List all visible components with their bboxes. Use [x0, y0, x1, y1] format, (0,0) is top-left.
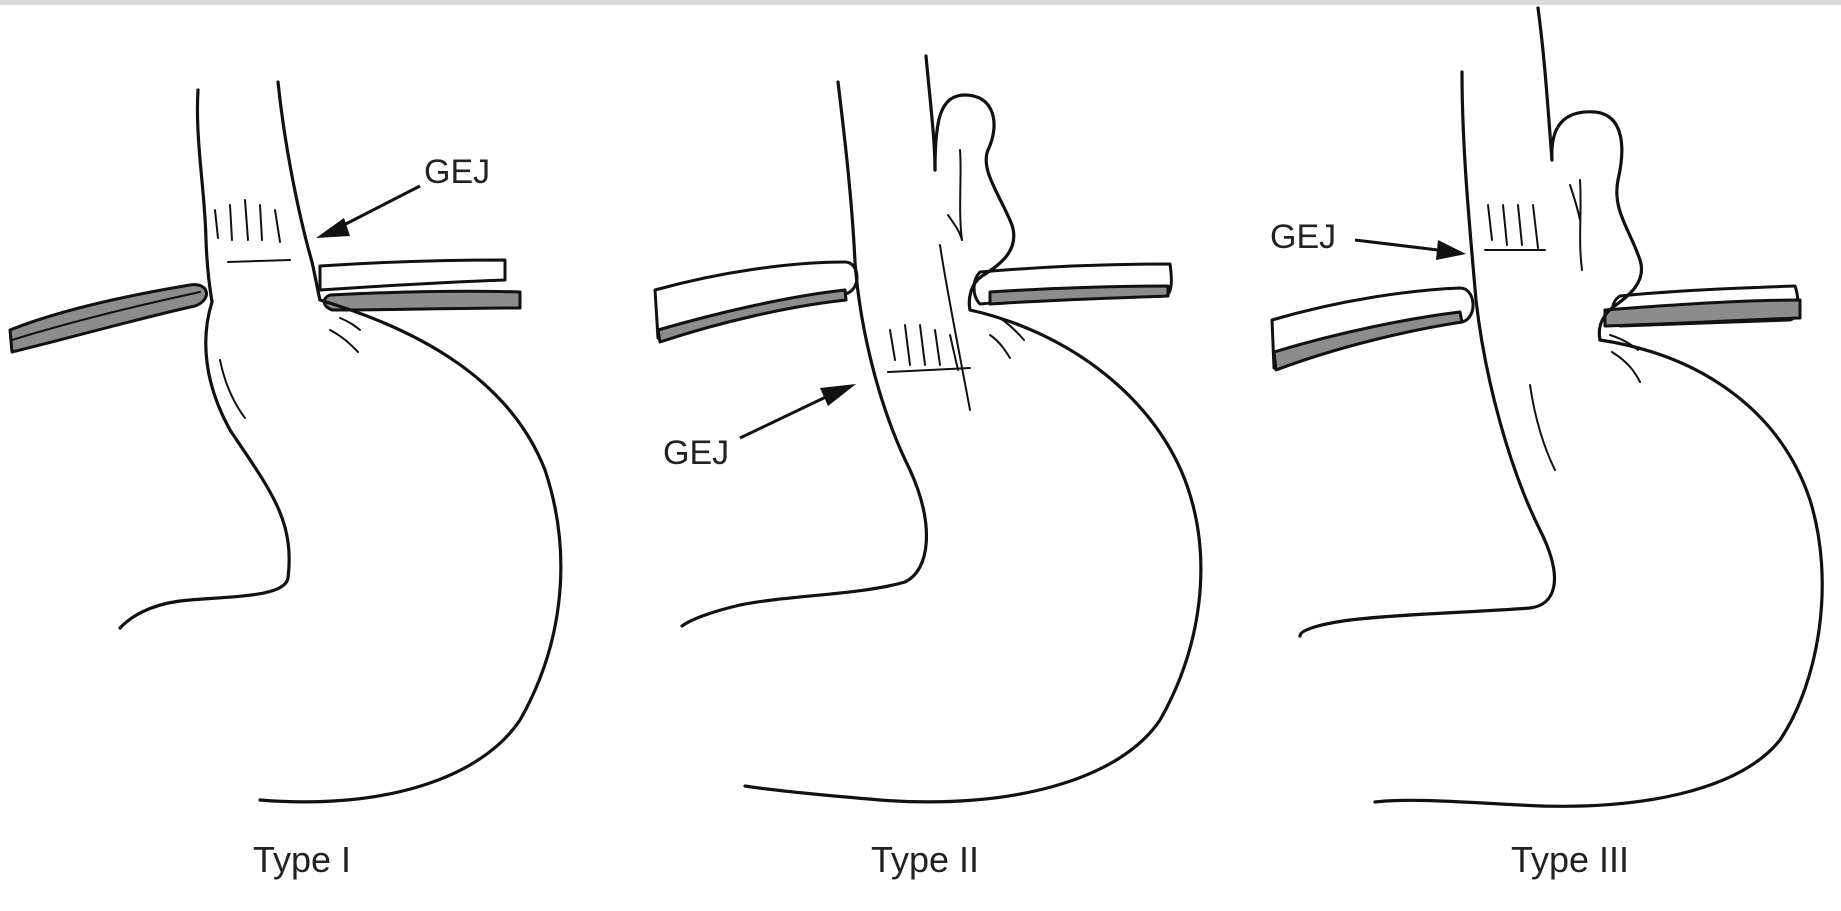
diaphragm-right-fill-type-1 — [324, 291, 520, 310]
panel-type-3: GEJ Type III — [1270, 8, 1822, 880]
diaphragm-left-type-1 — [10, 285, 206, 352]
caption-type-3: Type III — [1511, 839, 1629, 880]
stomach-type-3 — [1375, 340, 1822, 806]
panel-type-2: GEJ Type II — [655, 56, 1201, 880]
gej-folds-type-3 — [1485, 205, 1545, 250]
esophagus-type-1 — [197, 90, 212, 302]
gej-label-type-3: GEJ — [1270, 218, 1336, 256]
caption-type-2: Type II — [871, 839, 979, 880]
gej-label-type-2: GEJ — [663, 434, 729, 472]
stomach-type-1 — [120, 302, 289, 628]
esophagus-type-2 — [682, 82, 926, 626]
panel-type-1: GEJ Type I — [10, 82, 561, 880]
gej-folds-type-1 — [215, 200, 290, 262]
gej-label-type-1: GEJ — [424, 153, 490, 191]
diaphragm-right-type-1 — [320, 260, 505, 290]
esophagus-type-3 — [1300, 72, 1554, 636]
caption-type-1: Type I — [253, 839, 351, 880]
stomach-type-2 — [745, 310, 1201, 802]
